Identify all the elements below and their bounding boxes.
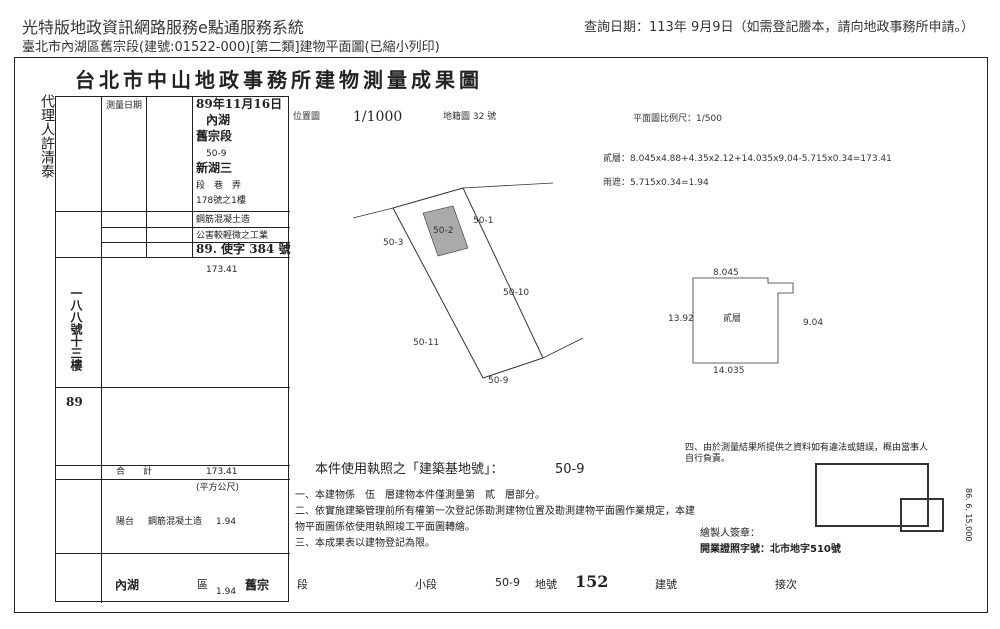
district: 內湖 — [206, 113, 231, 127]
location-scale: 1/1000 — [353, 109, 403, 125]
structure: 鋼筋混凝土造 — [196, 215, 251, 225]
survey-form: 測量日期 89年11月16日 內湖 舊宗段 50-9 新湖三 段 巷 弄 178… — [55, 96, 291, 603]
location-map-label: 位置圖 — [293, 112, 321, 122]
header-system-title: 光特版地政資訊網路服務e點通服務系統 — [22, 18, 304, 37]
area-formula: 貳層：8.045x4.88+4.35x2.12+14.035x9.04-5.71… — [603, 154, 892, 164]
note-1: 一、本建物係 伍 層建物本件僅測量第 貳 層部分。 — [295, 490, 545, 501]
lane: 段 巷 弄 — [196, 181, 242, 191]
bottom-qu: 區 — [197, 578, 208, 591]
appurtenance-type: 鋼筋混凝土造 — [148, 517, 203, 527]
floor-area: 173.41 — [206, 265, 238, 275]
floor-name: 貳層 — [723, 314, 742, 324]
appurtenance-area: 1.94 — [216, 517, 237, 527]
dim-5: 13.92 — [668, 314, 694, 324]
survey-sheet: 台北市中山地政事務所建物測量成果圖 代理人許清泰 測量日期 89年11月16日 … — [14, 57, 988, 613]
dim-7: 9.04 — [803, 318, 824, 328]
header-subtitle: 臺北市內湖區舊宗段(建號:01522-000)[第二類]建物平面圖(已縮小列印) — [22, 40, 440, 55]
dim-1: 8.045 — [713, 268, 739, 278]
lot-no: 50-9 — [206, 149, 227, 159]
appurtenance-total: 1.94 — [216, 587, 237, 597]
bottom-jianhao: 建號 — [655, 578, 677, 591]
base-lot-value: 50-9 — [555, 462, 585, 477]
lot-label-1: 50-3 — [383, 238, 404, 248]
dim-9: 14.035 — [713, 366, 745, 376]
lot-label-5: 50-11 — [413, 338, 440, 348]
applicant-no: 89 — [66, 395, 83, 409]
lot-label-3: 50-1 — [473, 216, 494, 226]
side-date: 86. 6. 15,000 — [964, 488, 973, 542]
street: 新湖三 — [196, 161, 233, 175]
balcony-formula: 雨遮：5.715x0.34=1.94 — [603, 178, 709, 188]
lot-label-4: 50-10 — [503, 288, 530, 298]
note-2: 二、依實施建築管理前所有權第一次登記係勘測建物位置及勘測建物平面圖作業規定，本建… — [295, 506, 695, 533]
note-3: 三、本成果表以建物登記為限。 — [295, 538, 435, 549]
bottom-duan: 段 — [297, 578, 308, 591]
bottom-building: 152 — [575, 572, 609, 591]
license-no: 開業證照字號：北市地字510號 — [700, 544, 841, 555]
notes: 一、本建物係 伍 層建物本件僅測量第 貳 層部分。 二、依實施建築管理前所有權第… — [295, 488, 695, 552]
bottom-jieci: 接次 — [775, 578, 797, 591]
bottom-xiaoduan: 小段 — [415, 578, 437, 591]
bottom-section: 舊宗 — [245, 578, 270, 592]
lot-label-6: 50-9 — [488, 376, 509, 386]
license: 89. 使字 384 號 — [196, 242, 291, 256]
bottom-district: 內湖 — [115, 578, 140, 592]
lot-label-2: 50-2 — [433, 226, 454, 236]
usage-sub: 陽台 — [116, 517, 135, 527]
main-use: 公害較輕微之工業 — [196, 231, 269, 241]
official-seal-stamp — [815, 463, 929, 527]
total-label: 合 計 — [116, 467, 153, 477]
document-title: 台北市中山地政事務所建物測量成果圖 — [75, 68, 483, 92]
agent-label: 代理人許清泰 — [39, 94, 55, 178]
plan-area: 位置圖 1/1000 地籍圖 32 號 平面圖比例尺：1/500 貳層：8.04… — [293, 98, 979, 458]
section: 舊宗段 — [196, 129, 233, 143]
bottom-dihao: 地號 — [535, 578, 557, 591]
surveyor-label: 繪製人簽章： — [700, 528, 760, 539]
doorplate: 178號之1樓 — [196, 196, 246, 206]
address: 一八八號十三樓 — [69, 287, 83, 371]
bottom-lot: 50-9 — [495, 576, 520, 589]
cadastral-sheet: 地籍圖 32 號 — [443, 112, 497, 122]
plan-drawing — [352, 182, 794, 379]
base-lot-label: 本件使用執照之「建築基地號」： — [315, 462, 504, 477]
plan-scale: 平面圖比例尺：1/500 — [633, 114, 722, 124]
total-area: 173.41 — [206, 467, 238, 477]
small-seal-stamp — [900, 498, 944, 532]
survey-date-label: 測量日期 — [106, 101, 143, 111]
header-query-date: 查詢日期：113年 9月9日（如需登記謄本，請向地政事務所申請。） — [584, 20, 974, 35]
unit: (平方公尺) — [196, 483, 240, 493]
note-4: 四、由於測量結果所提供之資料如有違法或錯誤，概由當事人自行負責。 — [685, 443, 929, 464]
survey-date: 89年11月16日 — [196, 97, 283, 111]
